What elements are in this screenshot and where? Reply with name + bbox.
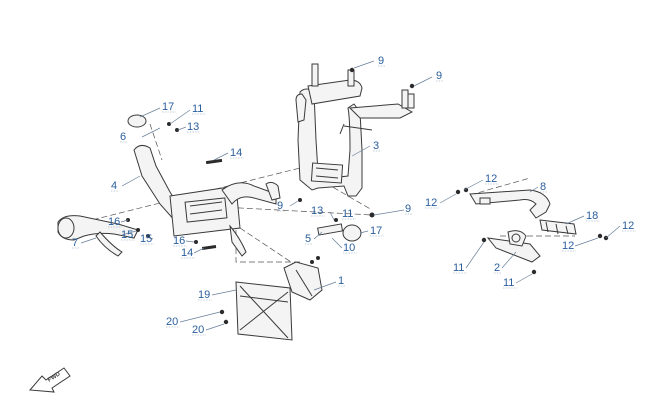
callout-label: 17 — [370, 225, 382, 237]
callout-underlines — [72, 65, 636, 336]
callout-label: 20 — [192, 324, 204, 336]
callout-label: 12 — [622, 220, 634, 232]
callout-label: 10 — [343, 242, 355, 254]
callout-label: 13 — [187, 121, 199, 133]
callout-label: 20 — [166, 316, 178, 328]
callout-label: 16 — [173, 235, 185, 247]
callout-label: 15 — [140, 233, 152, 245]
callout-label: 12 — [485, 173, 497, 185]
callout-label: 4 — [111, 180, 117, 192]
callout-label: 9 — [436, 70, 442, 82]
callout-label: 12 — [562, 240, 574, 252]
callout-label: 18 — [586, 210, 598, 222]
callout-label: 13 — [311, 205, 323, 217]
part-4-front-bracket — [133, 144, 281, 257]
callout-label: 15 — [121, 229, 133, 241]
fwd-direction-arrow: FWD — [28, 367, 71, 393]
callout-label: 5 — [305, 233, 311, 245]
callout-label: 9 — [405, 203, 411, 215]
callout-label: 19 — [198, 289, 210, 301]
callout-label: 9 — [277, 200, 283, 212]
callout-label: 8 — [540, 181, 546, 193]
callout-label: 11 — [192, 103, 203, 115]
callout-label: 1 — [338, 275, 344, 287]
part-8-right-bar — [469, 189, 551, 219]
callout-labels: 9 9 17 11 13 6 3 14 4 12 8 12 9 13 11 9 … — [72, 55, 634, 336]
callout-label: 3 — [373, 140, 379, 152]
callout-label: 9 — [378, 55, 384, 67]
part-7-lower-tube — [57, 215, 139, 257]
part-3-upper-frame — [295, 63, 415, 197]
leader-lines — [80, 60, 621, 331]
callout-label: 11 — [503, 277, 514, 289]
callout-label: 11 — [342, 208, 353, 220]
callout-label: 6 — [120, 131, 126, 143]
callout-label: 7 — [72, 237, 78, 249]
part-6-cap-assembly — [127, 114, 362, 242]
callout-label: 14 — [230, 147, 242, 159]
callout-label: 11 — [453, 262, 464, 274]
callout-label: 12 — [425, 197, 437, 209]
part-1-plate-bracket — [235, 261, 323, 341]
callout-label: 14 — [181, 247, 193, 259]
callout-label: 17 — [162, 101, 174, 113]
callout-label: 16 — [108, 216, 120, 228]
callout-label: 2 — [494, 262, 500, 274]
